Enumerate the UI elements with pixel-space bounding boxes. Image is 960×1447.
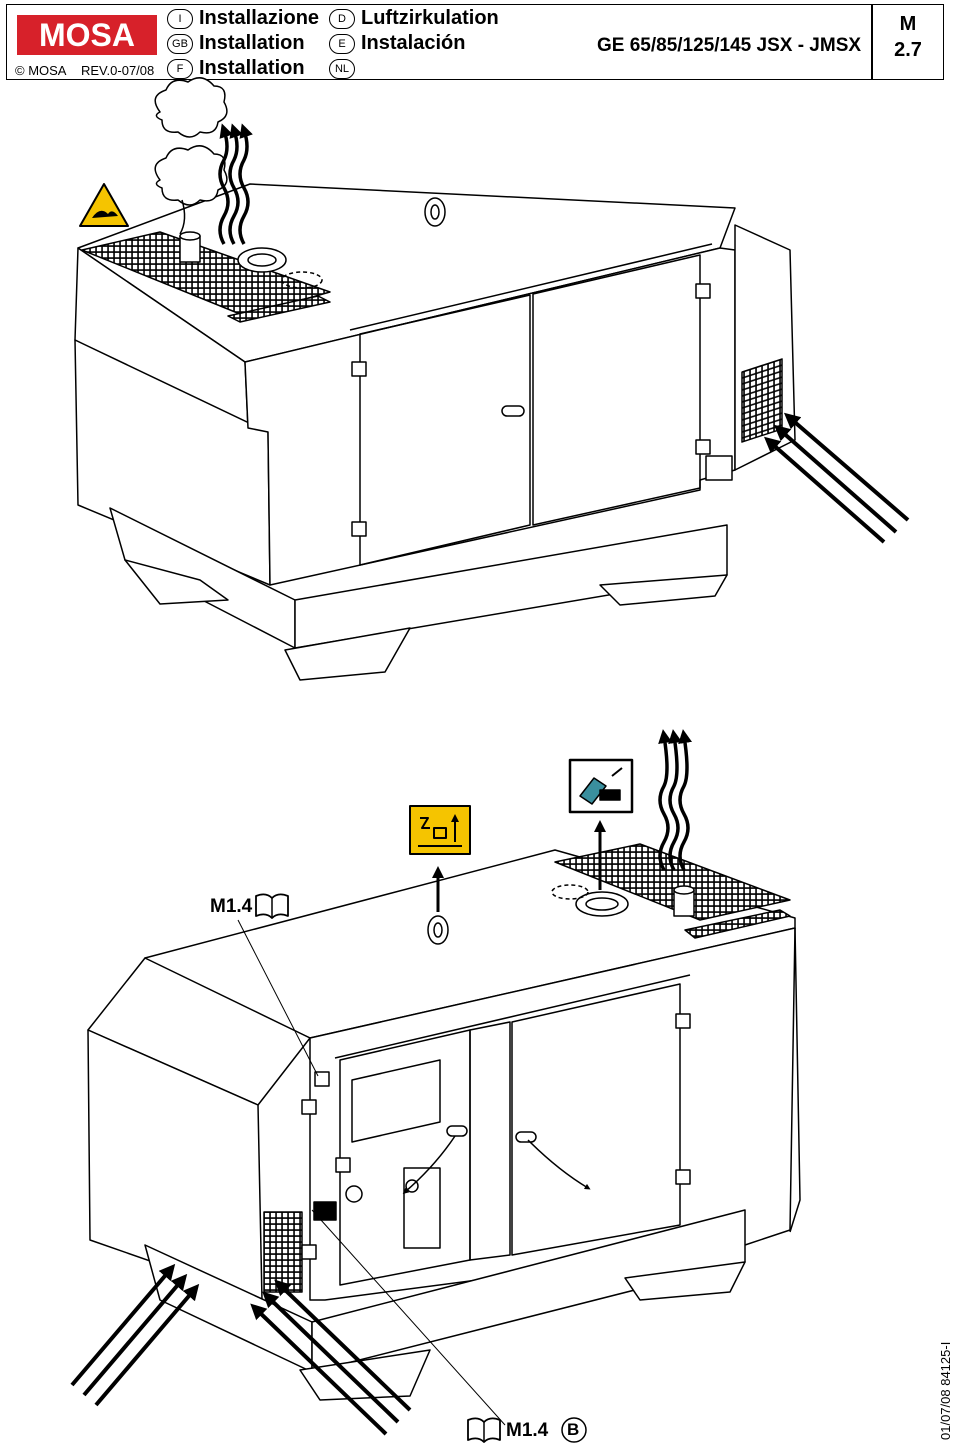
generator-top-view bbox=[74, 77, 910, 681]
model-title: GE 65/85/125/145 JSX - JMSX bbox=[597, 35, 862, 56]
lang-gb: GB Installation bbox=[167, 32, 305, 55]
lang-label: Instalación bbox=[361, 32, 466, 54]
exhaust-cap-icon bbox=[568, 758, 634, 814]
lang-label: Installation bbox=[199, 57, 305, 79]
lang-f: F Installation bbox=[167, 57, 305, 80]
copyright: © MOSA bbox=[15, 63, 67, 78]
lang-code: NL bbox=[329, 59, 355, 79]
reference-circle bbox=[561, 1417, 587, 1443]
lang-label: Installation bbox=[199, 32, 305, 54]
document-code: 01/07/08 84125-I bbox=[938, 1341, 953, 1440]
manual-ref-bottom: M1.4 bbox=[506, 1420, 549, 1441]
lifting-point-icon bbox=[409, 805, 471, 855]
lang-i: I Installazione bbox=[167, 7, 319, 30]
hot-surface-warning-icon bbox=[79, 183, 129, 227]
manual-ref-top: M1.4 bbox=[210, 896, 253, 917]
svg-text:MOSA: MOSA bbox=[39, 17, 135, 53]
section-number: M 2.7 bbox=[873, 11, 943, 63]
lang-code: D bbox=[329, 9, 355, 29]
generator-bottom-view bbox=[70, 729, 801, 1436]
mosa-logo: MOSA bbox=[17, 15, 157, 55]
header: MOSA © MOSA REV.0-07/08 I Installazione G… bbox=[6, 4, 944, 80]
lang-code: GB bbox=[167, 34, 193, 54]
manual-book-icon bbox=[255, 893, 289, 919]
lang-code: E bbox=[329, 34, 355, 54]
lang-nl: NL bbox=[329, 57, 361, 80]
section-page: 2.7 bbox=[894, 39, 922, 61]
reference-letter: B bbox=[567, 1420, 580, 1439]
lang-d: D Luftzirkulation bbox=[329, 7, 499, 30]
revision: REV.0-07/08 bbox=[81, 63, 155, 78]
lang-label: Luftzirkulation bbox=[361, 7, 499, 29]
lang-code: F bbox=[167, 59, 193, 79]
divider bbox=[871, 5, 873, 79]
manual-book-icon bbox=[467, 1417, 501, 1443]
lang-code: I bbox=[167, 9, 193, 29]
lang-e: E Instalación bbox=[329, 32, 465, 55]
section-letter: M bbox=[899, 13, 917, 35]
lang-label: Installazione bbox=[199, 7, 320, 29]
